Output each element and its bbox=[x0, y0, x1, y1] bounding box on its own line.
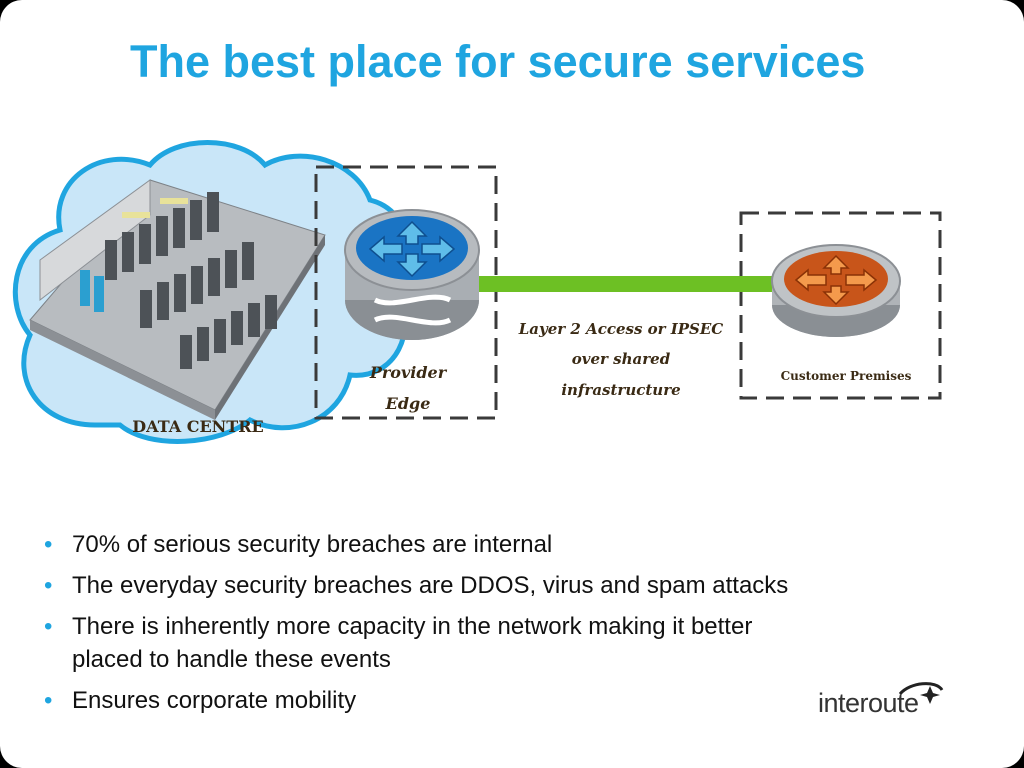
star-swoosh-icon bbox=[898, 682, 944, 704]
router-icon bbox=[771, 244, 901, 337]
router-icon bbox=[344, 209, 480, 340]
bullet-item: The everyday security breaches are DDOS,… bbox=[44, 569, 804, 602]
bullet-item: 70% of serious security breaches are int… bbox=[44, 528, 804, 561]
interoute-logo: interoute bbox=[818, 680, 958, 720]
data-centre-label: DATA CENTRE bbox=[132, 417, 263, 436]
link-label-line1: Layer 2 Access or IPSEC bbox=[518, 320, 724, 338]
bullet-item: There is inherently more capacity in the… bbox=[44, 610, 804, 676]
slide-title: The best place for secure services bbox=[130, 36, 866, 87]
bullet-list: 70% of serious security breaches are int… bbox=[44, 528, 804, 725]
provider-edge-box bbox=[314, 165, 498, 420]
link-label-line3: infrastructure bbox=[561, 381, 680, 399]
customer-premises-label: Customer Premises bbox=[781, 369, 912, 383]
network-diagram: DATA CENTRE Provider Edge Layer 2 Access… bbox=[12, 140, 942, 444]
provider-edge-label-line2: Edge bbox=[385, 394, 431, 413]
provider-edge-label-line1: Provider bbox=[369, 363, 448, 382]
customer-premises-box bbox=[739, 211, 942, 400]
link-label-line2: over shared bbox=[572, 350, 671, 368]
bullet-item: Ensures corporate mobility bbox=[44, 684, 804, 717]
data-centre-image bbox=[29, 179, 326, 420]
layer2-link bbox=[478, 276, 778, 292]
